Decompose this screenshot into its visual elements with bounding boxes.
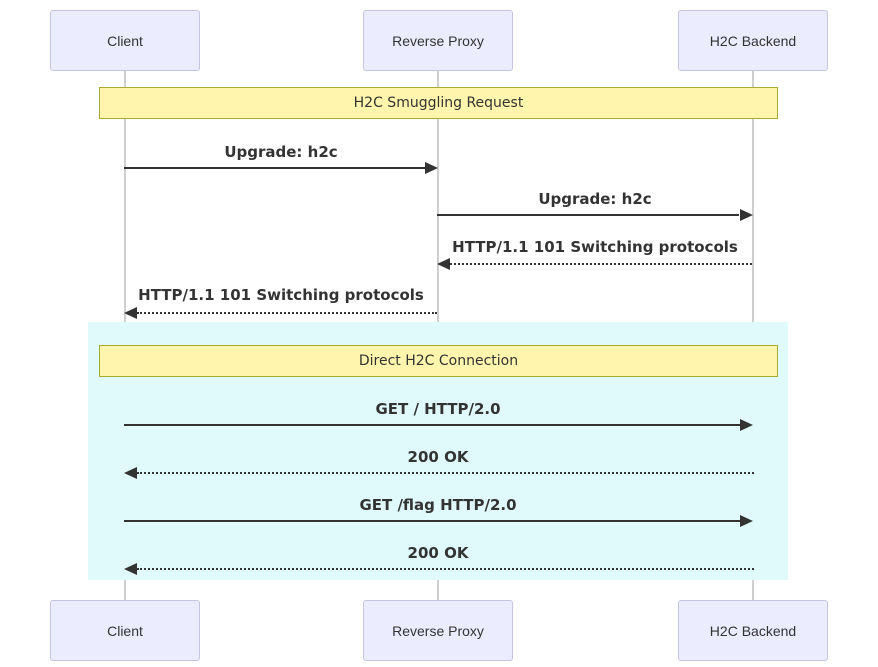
actor-h2c-backend-label: H2C Backend <box>709 32 797 49</box>
message-label: 200 OK <box>407 544 469 562</box>
banner-label: Direct H2C Connection <box>358 353 519 369</box>
banner-direct-h2c-connection: Direct H2C Connection <box>99 345 778 377</box>
actor-h2c-backend-bottom: H2C Backend <box>678 600 828 661</box>
message-arrow-line <box>137 472 754 474</box>
message-arrow-line <box>137 568 754 570</box>
actor-client-label: Client <box>107 622 143 639</box>
actor-reverse-proxy-top: Reverse Proxy <box>363 10 513 71</box>
message-label: Upgrade: h2c <box>224 143 338 161</box>
actor-h2c-backend-label: H2C Backend <box>709 622 797 639</box>
arrowhead-right-icon <box>740 419 753 431</box>
arrowhead-left-icon <box>124 307 137 319</box>
message-label: GET / HTTP/2.0 <box>375 400 501 418</box>
message-label: HTTP/1.1 101 Switching protocols <box>138 286 424 304</box>
message-arrow-line <box>124 520 741 522</box>
arrowhead-left-icon <box>437 258 450 270</box>
actor-client-top: Client <box>50 10 200 71</box>
message-arrow-line <box>450 263 752 265</box>
actor-client-bottom: Client <box>50 600 200 661</box>
arrowhead-right-icon <box>740 209 753 221</box>
arrowhead-right-icon <box>740 515 753 527</box>
actor-reverse-proxy-label: Reverse Proxy <box>392 32 484 49</box>
arrowhead-left-icon <box>124 563 137 575</box>
banner-h2c-smuggling-request: H2C Smuggling Request <box>99 87 778 119</box>
message-arrow-line <box>124 424 741 426</box>
message-arrow-line <box>137 312 437 314</box>
actor-reverse-proxy-label: Reverse Proxy <box>392 622 484 639</box>
actor-client-label: Client <box>107 32 143 49</box>
actor-h2c-backend-top: H2C Backend <box>678 10 828 71</box>
message-arrow-line <box>437 214 739 216</box>
message-arrow-line <box>124 167 426 169</box>
actor-reverse-proxy-bottom: Reverse Proxy <box>363 600 513 661</box>
arrowhead-left-icon <box>124 467 137 479</box>
arrowhead-right-icon <box>425 162 438 174</box>
message-label: HTTP/1.1 101 Switching protocols <box>452 238 738 256</box>
message-label: GET /flag HTTP/2.0 <box>359 496 517 514</box>
banner-label: H2C Smuggling Request <box>353 95 524 111</box>
message-label: 200 OK <box>407 448 469 466</box>
message-label: Upgrade: h2c <box>538 190 652 208</box>
